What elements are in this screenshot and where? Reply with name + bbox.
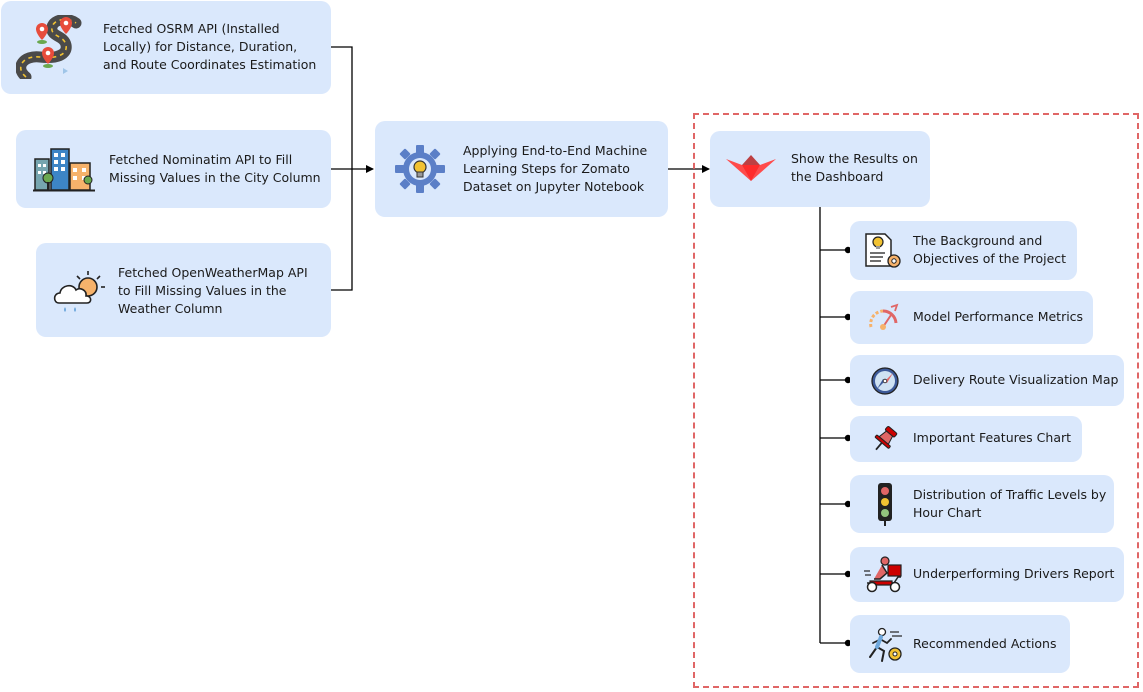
- connector-osrm: [331, 46, 353, 169]
- openweather-source-label: Fetched OpenWeatherMap API to Fill Missi…: [118, 265, 308, 316]
- output-background-objectives-label: The Background and Objectives of the Pro…: [913, 233, 1067, 266]
- winding-road-map-pins-icon: [16, 15, 82, 79]
- output-recommended-actions-label: Recommended Actions: [913, 636, 1057, 651]
- output-background-objectives: The Background and Objectives of the Pro…: [850, 221, 1077, 280]
- output-traffic-chart: Distribution of Traffic Levels by Hour C…: [850, 475, 1114, 533]
- output-route-map-label: Delivery Route Visualization Map: [913, 372, 1119, 387]
- nominatim-source-box: Fetched Nominatim API to Fill Missing Va…: [16, 130, 331, 208]
- output-features-chart-label: Important Features Chart: [913, 430, 1072, 445]
- sun-cloud-rain-icon: [53, 271, 105, 312]
- openweather-source-box: Fetched OpenWeatherMap API to Fill Missi…: [36, 243, 331, 337]
- output-features-chart: Important Features Chart: [850, 416, 1082, 462]
- osrm-source-label: Fetched OSRM API (Installed Locally) for…: [103, 21, 317, 72]
- output-drivers-report: Underperforming Drivers Report: [850, 547, 1124, 602]
- pushpin-icon: [874, 426, 898, 451]
- output-recommended-actions: Recommended Actions: [850, 615, 1070, 673]
- output-route-map: Delivery Route Visualization Map: [850, 355, 1124, 406]
- output-drivers-report-label: Underperforming Drivers Report: [913, 566, 1115, 581]
- delivery-scooter-icon: [864, 556, 902, 593]
- ml-process-box: Applying End-to-End Machine Learning Ste…: [375, 121, 668, 217]
- osrm-source-box: Fetched OSRM API (Installed Locally) for…: [1, 1, 331, 94]
- compass-icon: [871, 367, 899, 395]
- dashboard-dashed-frame: [693, 113, 1139, 688]
- ml-process-label: Applying End-to-End Machine Learning Ste…: [463, 143, 648, 194]
- traffic-light-icon: [878, 483, 892, 526]
- running-person-gear-icon: [869, 627, 902, 662]
- dashboard-label: Show the Results on the Dashboard: [791, 151, 918, 184]
- output-traffic-chart-label: Distribution of Traffic Levels by Hour C…: [913, 487, 1107, 520]
- output-model-performance: Model Performance Metrics: [850, 291, 1093, 344]
- output-model-performance-label: Model Performance Metrics: [913, 309, 1084, 324]
- dashboard-box: Show the Results on the Dashboard: [710, 131, 930, 207]
- streamlit-crown-icon: [726, 155, 776, 181]
- gear-lightbulb-icon: [395, 145, 445, 193]
- city-buildings-icon: [33, 148, 95, 192]
- document-lightbulb-gear-icon: [865, 233, 901, 268]
- connector-openweather: [331, 169, 353, 291]
- performance-gauge-icon: [869, 303, 899, 330]
- nominatim-source-label: Fetched Nominatim API to Fill Missing Va…: [109, 152, 321, 185]
